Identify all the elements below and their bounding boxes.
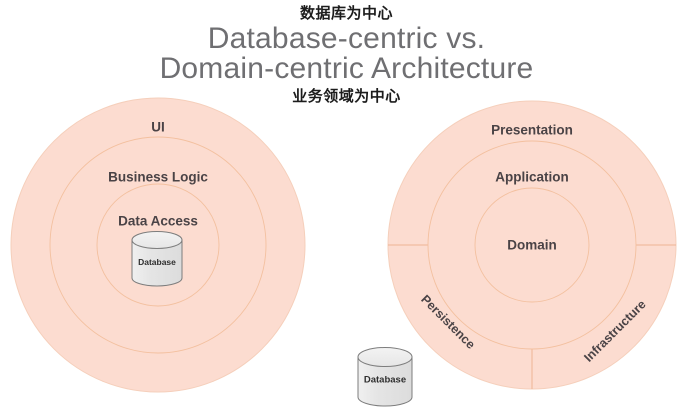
right-label-presentation: Presentation bbox=[491, 122, 573, 138]
page-title-line-1: Database-centric vs. bbox=[207, 22, 486, 55]
annotation-database-centric-zh: 数据库为中心 bbox=[299, 4, 394, 22]
right-label-domain: Domain bbox=[507, 237, 557, 253]
right-ring-domain bbox=[474, 187, 590, 303]
left-label-ui: UI bbox=[151, 119, 165, 135]
left-database-cylinder bbox=[131, 231, 183, 287]
left-label-business-logic: Business Logic bbox=[108, 169, 208, 185]
annotation-domain-centric-zh: 业务领域为中心 bbox=[292, 87, 401, 105]
bottom-database-cylinder bbox=[357, 347, 413, 407]
left-label-data-access: Data Access bbox=[118, 213, 198, 229]
cylinder-top bbox=[357, 347, 413, 367]
cylinder-top bbox=[131, 231, 183, 249]
bottom-database-label: Database bbox=[363, 374, 407, 386]
cylinder-body bbox=[131, 239, 183, 287]
left-database-label: Database bbox=[138, 257, 176, 267]
right-label-application: Application bbox=[495, 169, 569, 185]
page-title-line-2: Domain-centric Architecture bbox=[159, 52, 534, 85]
right-architecture-circles bbox=[387, 100, 677, 390]
cylinder-body bbox=[357, 356, 413, 407]
